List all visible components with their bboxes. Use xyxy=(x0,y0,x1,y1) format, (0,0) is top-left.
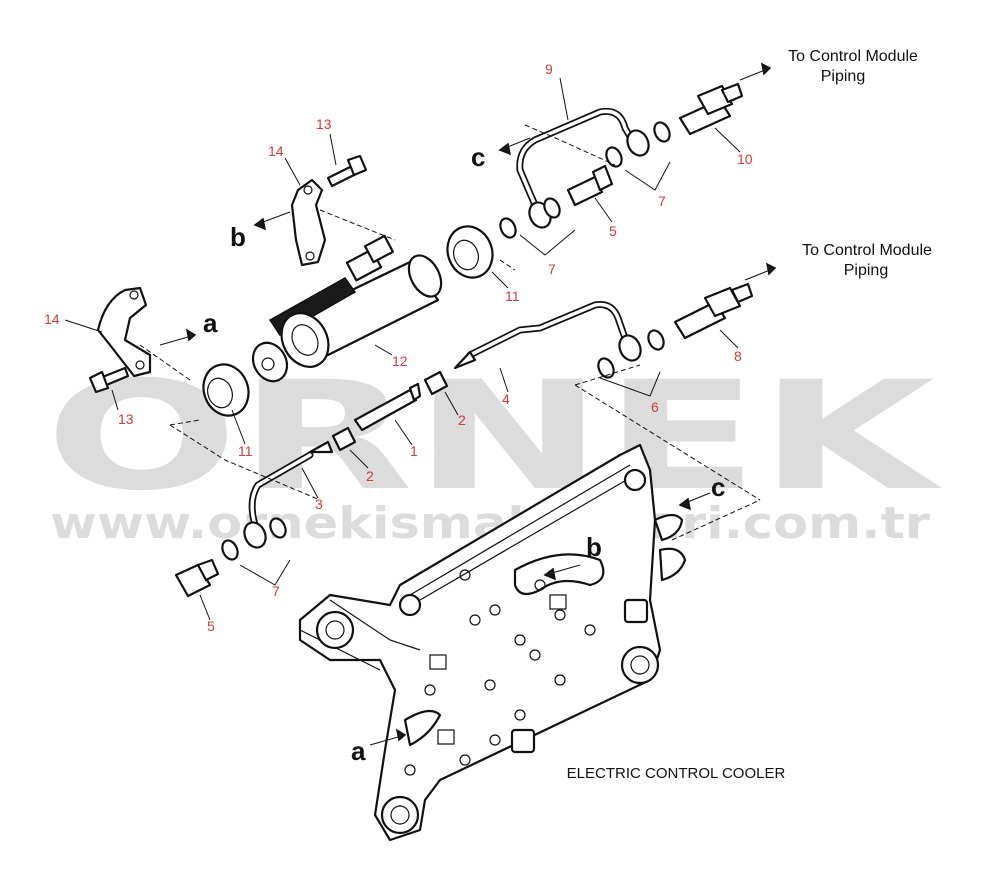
assembly-lines xyxy=(139,124,761,541)
label-part-7-lower: 7 xyxy=(272,583,280,599)
part-labels: 9 13 14 10 7 5 7 11 14 8 12 4 6 13 2 1 1… xyxy=(44,61,753,634)
label-part-6: 6 xyxy=(651,399,659,415)
destination-lower-line2: Piping xyxy=(844,262,888,279)
pipe-9 xyxy=(516,107,650,229)
label-leaders xyxy=(64,77,741,621)
arrow-label-a-upper: a xyxy=(203,308,218,338)
arrows xyxy=(159,62,777,746)
label-part-7-upper-right: 7 xyxy=(658,193,666,209)
watermark: ORNEK www.ornekismakinalari.com.tr xyxy=(45,350,942,549)
label-part-2-upper: 2 xyxy=(458,412,466,428)
watermark-brand: ORNEK xyxy=(45,350,942,524)
diagram-caption: ELECTRIC CONTROL COOLER xyxy=(567,765,786,782)
solenoid-unit xyxy=(251,234,443,383)
destination-lower-line1: To Control Module xyxy=(802,242,932,259)
rod-1 xyxy=(353,382,422,432)
bracket-upper xyxy=(290,178,327,267)
destination-upper: To Control Module Piping xyxy=(788,48,918,85)
seal-upper xyxy=(446,225,494,279)
arrow-label-b-lower: b xyxy=(586,532,602,562)
label-part-5-upper: 5 xyxy=(609,223,617,239)
label-part-13-lower: 13 xyxy=(118,411,134,427)
seal-lower xyxy=(202,363,250,417)
washers-6 xyxy=(597,329,665,379)
bolt-lower xyxy=(88,366,130,394)
cooler-body xyxy=(298,443,687,842)
label-part-4: 4 xyxy=(502,391,510,407)
connector-10 xyxy=(678,82,744,136)
arrow-label-c-lower: c xyxy=(711,472,725,502)
label-part-7-upper-left: 7 xyxy=(548,261,556,277)
label-part-11-lower: 11 xyxy=(238,443,253,459)
washers-upper-right xyxy=(605,121,671,168)
arrow-label-a-lower: a xyxy=(351,736,366,766)
sleeve-2-upper xyxy=(423,370,449,396)
label-part-5-lower: 5 xyxy=(207,618,215,634)
pipe-4 xyxy=(453,301,642,370)
label-part-14-upper: 14 xyxy=(268,143,284,159)
washers-upper-left xyxy=(499,197,561,239)
pipe-3 xyxy=(243,440,334,549)
destination-upper-line1: To Control Module xyxy=(788,48,918,65)
label-part-8: 8 xyxy=(734,348,742,364)
bolt-upper xyxy=(326,154,368,188)
washers-lower xyxy=(221,517,287,561)
destination-upper-line2: Piping xyxy=(821,68,865,85)
bracket-lower xyxy=(96,286,152,378)
group-leaders xyxy=(239,161,671,586)
fitting-lower xyxy=(174,558,220,598)
destination-lower: To Control Module Piping xyxy=(802,242,932,279)
arrow-label-c-upper: c xyxy=(471,142,485,172)
fitting-upper xyxy=(566,164,614,207)
label-part-1: 1 xyxy=(410,443,418,459)
arrow-letter-labels: c b a c b a xyxy=(203,142,725,766)
label-part-3: 3 xyxy=(315,496,323,512)
label-part-10: 10 xyxy=(737,151,753,167)
arrow-label-b-upper: b xyxy=(230,222,246,252)
sleeve-2-lower xyxy=(331,426,357,452)
connector-8 xyxy=(673,282,754,340)
label-part-2-lower: 2 xyxy=(366,468,374,484)
label-part-13-upper: 13 xyxy=(316,116,332,132)
label-part-9: 9 xyxy=(545,61,553,77)
label-part-14-lower: 14 xyxy=(44,311,60,327)
label-part-12: 12 xyxy=(392,353,408,369)
label-part-11-upper: 11 xyxy=(505,288,520,304)
